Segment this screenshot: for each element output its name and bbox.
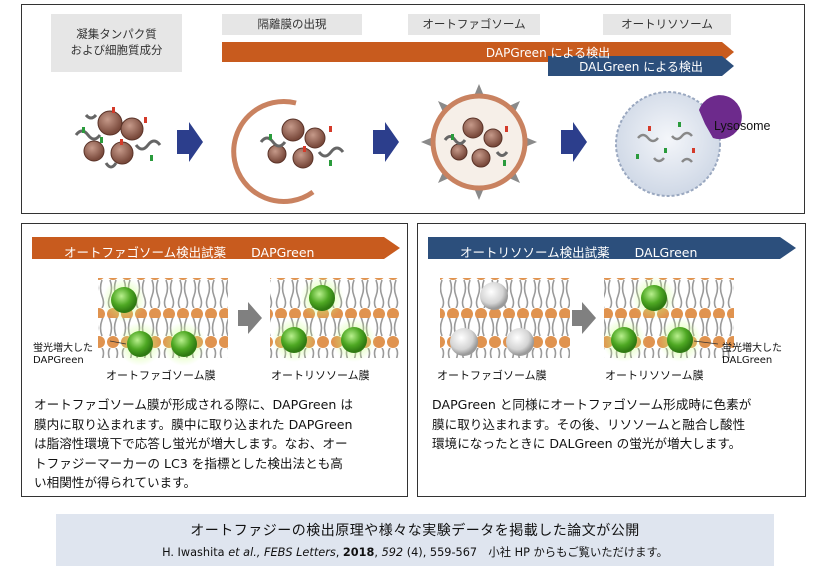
autophagy-process-illustration <box>74 84 742 204</box>
dalgreen-caption-before: オートファゴソーム膜 <box>437 369 547 382</box>
dapgreen-desc-line: は脂溶性環境下で応答し蛍光が増大します。なお、オー <box>34 436 348 451</box>
lysosome-shape <box>699 95 742 140</box>
dapgreen-title-shape <box>32 237 400 259</box>
stage-label-autolysosome: オートリソソーム <box>603 14 731 35</box>
paper-headline: オートファジーの検出原理や様々な実験データを掲載した論文が公開 <box>190 523 640 539</box>
aggregate-cluster-2 <box>259 118 345 169</box>
citation-rest: (4), 559-567 小社 HP からもご覧いただけます。 <box>403 546 668 559</box>
stage-isolation-text: 隔離膜の出現 <box>257 16 327 31</box>
citation-year: 2018 <box>342 546 375 559</box>
dapgreen-desc-line: い相関性が得られています。 <box>34 475 197 490</box>
dalgreen-desc-line: DAPGreen と同様にオートファゴソーム形成時に色素が <box>432 397 752 412</box>
dapgreen-after-membrane <box>270 276 400 362</box>
dapgreen-fluor-line1: 蛍光増大した <box>33 343 93 354</box>
dalgreen-transition-arrow <box>572 302 596 334</box>
autophagosome-stage <box>421 84 537 200</box>
dapgreen-transition-arrow <box>238 302 262 334</box>
dapgreen-desc-line: 膜内に取り込まれます。膜中に取り込まれた DAPGreen <box>34 416 353 432</box>
dalgreen-before-membrane <box>440 278 570 358</box>
stage-autophagosome-text: オートファゴソーム <box>422 16 526 31</box>
dapgreen-before-membrane <box>98 278 228 366</box>
paper-citation[interactable]: H. Iwashita et al., FEBS Letters, 2018, … <box>56 544 774 560</box>
citation-sep: , <box>335 546 343 559</box>
dapgreen-pointer-line <box>109 340 127 345</box>
stage-label-autophagosome: オートファゴソーム <box>408 14 540 35</box>
dalgreen-panel-title: オートリソソーム検出試薬 DALGreen <box>428 237 796 260</box>
process-arrow-3 <box>561 122 587 162</box>
dalgreen-ribbon-text: DALGreen による検出 <box>579 59 703 74</box>
citation-journal: et al., FEBS Letters <box>228 546 336 559</box>
aggregate-cluster-1 <box>74 107 162 169</box>
dalgreen-panel <box>417 223 806 497</box>
dapgreen-caption-after: オートリソソーム膜 <box>271 369 370 382</box>
process-arrow-1 <box>177 122 203 162</box>
dalgreen-after-membrane <box>602 276 734 362</box>
dalgreen-detection-ribbon: DALGreen による検出 <box>548 56 734 76</box>
dalgreen-desc-line: 環境になったときに DALGreen の蛍光が増大します。 <box>432 436 742 451</box>
dapgreen-desc-line: トファジーマーカーの LC3 を指標とした検出法とも高 <box>34 455 343 471</box>
dapgreen-caption-before: オートファゴソーム膜 <box>106 369 216 382</box>
dalgreen-title-shape <box>428 237 796 259</box>
process-arrow-2 <box>373 122 399 162</box>
paper-announcement: オートファジーの検出原理や様々な実験データを掲載した論文が公開 H. Iwash… <box>56 514 774 566</box>
dalgreen-description: DAPGreen と同様にオートファゴソーム形成時に色素が 膜に取り込まれます。… <box>432 395 802 454</box>
autolysosome-stage <box>615 91 721 197</box>
stage-autolysosome-text: オートリソソーム <box>621 16 713 31</box>
lysosome-label: Lysosome <box>714 119 771 133</box>
dapgreen-description: オートファゴソーム膜が形成される際に、DAPGreen は 膜内に取り込まれます… <box>34 395 404 493</box>
dalgreen-title-text: オートリソソーム検出試薬 DALGreen <box>460 245 698 260</box>
aggregate-label-line1: 凝集タンパク質 <box>76 27 157 42</box>
dalgreen-fluor-line2: DALGreen <box>722 355 773 366</box>
citation-author: H. Iwashita <box>162 546 229 559</box>
dapgreen-title-text: オートファゴソーム検出試薬 DAPGreen <box>64 245 315 260</box>
aggregate-label-line2: および細胞質成分 <box>70 43 163 57</box>
dalgreen-caption-after: オートリソソーム膜 <box>605 369 704 382</box>
dapgreen-membrane-illustration <box>98 276 400 366</box>
dapgreen-fluor-line2: DAPGreen <box>33 355 84 366</box>
citation-volume: 592 <box>381 546 404 559</box>
aggregate-label: 凝集タンパク質 および細胞質成分 <box>51 14 182 72</box>
dalgreen-membrane-illustration <box>440 276 734 362</box>
dalgreen-desc-line: 膜に取り込まれます。その後、リソソームと融合し酸性 <box>432 416 746 432</box>
citation-sep2: , <box>374 546 382 559</box>
dalgreen-fluor-line1: 蛍光増大した <box>722 343 782 354</box>
stage-label-isolation: 隔離膜の出現 <box>222 14 362 35</box>
dalgreen-ribbon-shape <box>548 56 734 76</box>
dapgreen-ribbon-text: DAPGreen による検出 <box>485 45 611 60</box>
dapgreen-panel-title: オートファゴソーム検出試薬 DAPGreen <box>32 237 400 260</box>
isolation-membrane-stage <box>231 98 345 204</box>
dapgreen-fluor-label: 蛍光増大した DAPGreen <box>33 343 93 367</box>
dalgreen-fluor-label: 蛍光増大した DALGreen <box>722 343 782 367</box>
dapgreen-desc-line: オートファゴソーム膜が形成される際に、DAPGreen は <box>34 397 353 412</box>
dapgreen-detection-ribbon: DAPGreen による検出 <box>222 42 734 62</box>
dalgreen-pointer-line <box>693 340 719 345</box>
dapgreen-panel <box>21 223 408 497</box>
